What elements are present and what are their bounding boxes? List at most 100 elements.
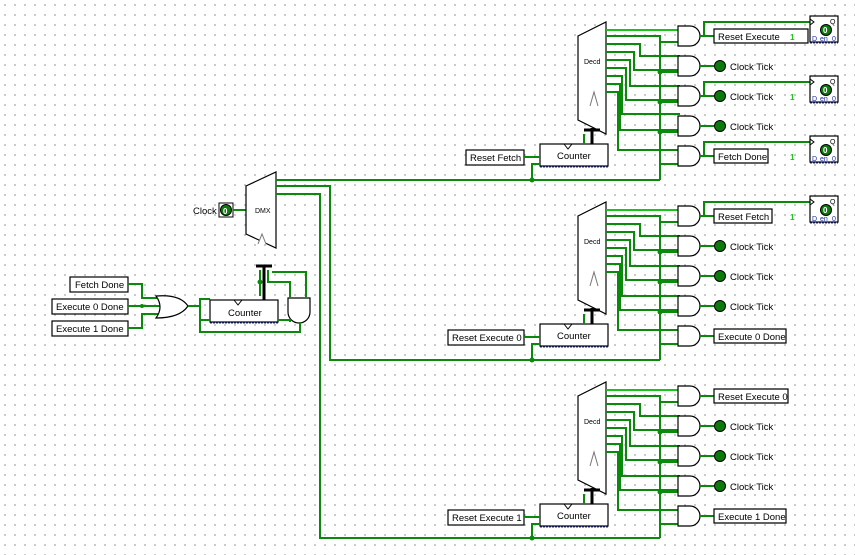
exec1-and-gate-4[interactable] — [677, 475, 701, 497]
svg-text:1: 1 — [790, 33, 795, 42]
fetch-and-gate-3[interactable] — [677, 85, 701, 107]
demux-label: DMX — [255, 208, 271, 215]
svg-text:0: 0 — [832, 96, 836, 103]
fetch-output-3-label: Clock Tick — [730, 92, 774, 103]
exec0-and-gate-3[interactable] — [677, 265, 701, 287]
svg-text:0: 0 — [823, 86, 828, 95]
exec0-output-2: Clock Tick — [714, 240, 774, 253]
main-counter[interactable]: Counter — [209, 299, 279, 324]
section-exec0: Decd Reset Fetch Clock Tick — [447, 195, 839, 360]
exec0-flipflop-1[interactable]: 0 Q D en 0 1 — [790, 195, 839, 224]
exec1-decoder[interactable]: Decd — [577, 381, 607, 495]
exec0-output-3: Clock Tick — [714, 270, 774, 283]
fetch-output-4-label: Clock Tick — [730, 122, 774, 133]
demux[interactable]: DMX — [245, 171, 277, 249]
exec0-output-4-label: Clock Tick — [730, 302, 774, 313]
clock-label: Clock — [193, 206, 217, 217]
exec1-and-gate-3[interactable] — [677, 445, 701, 467]
exec0-counter-label: Counter — [557, 331, 591, 342]
fetch-counter-label: Counter — [557, 151, 591, 162]
svg-text:Q: Q — [830, 199, 836, 206]
fetch-and-gate-5[interactable] — [677, 145, 701, 167]
exec1-decoder-label: Decd — [584, 419, 600, 426]
exec1-output-5-label: Execute 1 Done — [718, 512, 786, 523]
exec1-and-gate-2[interactable] — [677, 415, 701, 437]
svg-text:D: D — [812, 216, 817, 223]
svg-text:en: en — [820, 156, 828, 163]
reset-execute1-label: Reset Execute 1 — [452, 513, 522, 524]
exec0-output-4: Clock Tick — [714, 300, 774, 313]
exec0-output-5[interactable]: Execute 0 Done — [713, 328, 787, 344]
execute1-done-input[interactable]: Execute 1 Done — [51, 320, 129, 337]
section-fetch: Decd Reset Execute — [465, 15, 839, 180]
section-exec1: Decd Reset Execute 0 Clock Tick — [447, 381, 789, 538]
execute0-done-label: Execute 0 Done — [56, 302, 124, 313]
or-gate[interactable] — [154, 295, 189, 319]
exec1-output-3-label: Clock Tick — [730, 452, 774, 463]
svg-text:en: en — [820, 96, 828, 103]
svg-text:1: 1 — [790, 93, 795, 102]
exec1-output-1-label: Reset Execute 0 — [718, 392, 788, 403]
exec1-output-2-label: Clock Tick — [730, 422, 774, 433]
svg-text:0: 0 — [832, 216, 836, 223]
fetch-decoder-label: Decd — [584, 59, 600, 66]
fetch-counter[interactable]: Counter — [539, 143, 609, 168]
exec0-output-3-label: Clock Tick — [730, 272, 774, 283]
execute0-done-input[interactable]: Execute 0 Done — [51, 298, 129, 315]
fetch-and-gate-4[interactable] — [677, 115, 701, 137]
fetch-and-gate-1[interactable] — [677, 25, 701, 47]
fetch-and-gate-2[interactable] — [677, 55, 701, 77]
fetch-output-5-label: Fetch Done — [718, 152, 767, 163]
execute1-done-label: Execute 1 Done — [56, 324, 124, 335]
exec0-output-1[interactable]: Reset Fetch — [713, 208, 773, 224]
svg-text:D: D — [812, 156, 817, 163]
exec0-and-gate-2[interactable] — [677, 235, 701, 257]
svg-text:en: en — [820, 216, 828, 223]
svg-text:0: 0 — [832, 156, 836, 163]
svg-text:Q: Q — [830, 79, 836, 86]
exec0-decoder[interactable]: Decd — [577, 201, 607, 315]
exec1-output-4: Clock Tick — [714, 480, 774, 493]
exec1-counter[interactable]: Counter — [539, 503, 609, 528]
fetch-output-3: Clock Tick — [714, 90, 774, 103]
reset-execute0-label: Reset Execute 0 — [452, 333, 522, 344]
fetch-decoder[interactable]: Decd — [577, 21, 607, 135]
svg-text:D: D — [812, 36, 817, 43]
exec1-counter-label: Counter — [557, 511, 591, 522]
exec0-output-5-label: Execute 0 Done — [718, 332, 786, 343]
reset-and-gate[interactable] — [287, 297, 311, 324]
svg-text:0: 0 — [823, 206, 828, 215]
exec0-output-1-label: Reset Fetch — [718, 212, 769, 223]
fetch-output-2: Clock Tick — [714, 60, 774, 73]
exec1-output-4-label: Clock Tick — [730, 482, 774, 493]
fetch-output-1[interactable]: Reset Execute — [713, 28, 809, 44]
exec1-output-3: Clock Tick — [714, 450, 774, 463]
svg-text:0: 0 — [823, 26, 828, 35]
exec0-and-gate-5[interactable] — [677, 325, 701, 347]
exec1-and-gate-1[interactable] — [677, 385, 701, 407]
fetch-output-2-label: Clock Tick — [730, 62, 774, 73]
clock-value: 0 — [223, 207, 228, 216]
fetch-flipflop-3[interactable]: 0 Q D en 0 1 — [790, 135, 839, 164]
fetch-flipflop-2[interactable]: 0 Q D en 0 1 — [790, 75, 839, 104]
exec1-output-1[interactable]: Reset Execute 0 — [713, 388, 789, 404]
reset-execute0-input[interactable]: Reset Execute 0 — [447, 329, 525, 346]
exec1-and-gate-5[interactable] — [677, 505, 701, 527]
reset-execute1-input[interactable]: Reset Execute 1 — [447, 509, 525, 526]
fetch-output-5[interactable]: Fetch Done — [713, 148, 769, 164]
exec0-counter[interactable]: Counter — [539, 323, 609, 348]
exec1-output-5[interactable]: Execute 1 Done — [713, 508, 787, 524]
exec0-and-gate-1[interactable] — [677, 205, 701, 227]
fetch-done-input[interactable]: Fetch Done — [69, 276, 129, 293]
fetch-output-1-label: Reset Execute — [718, 32, 780, 43]
reset-fetch-input[interactable]: Reset Fetch — [465, 149, 525, 166]
svg-text:D: D — [812, 96, 817, 103]
exec0-and-gate-4[interactable] — [677, 295, 701, 317]
svg-text:0: 0 — [832, 36, 836, 43]
svg-text:1: 1 — [790, 213, 795, 222]
fetch-flipflop-1[interactable]: 0 Q D en 0 1 — [790, 15, 839, 44]
reset-fetch-label: Reset Fetch — [470, 153, 521, 164]
clock-input[interactable]: Clock 0 — [193, 202, 234, 218]
